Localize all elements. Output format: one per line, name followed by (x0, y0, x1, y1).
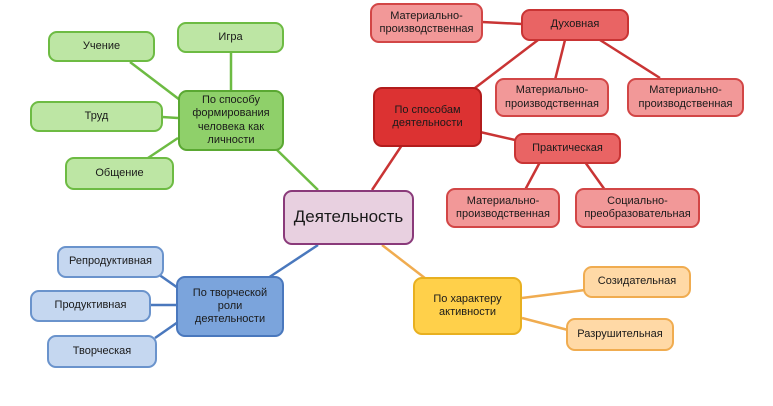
edge-spiritual-mp1 (481, 20, 523, 26)
edge-center-methods (370, 144, 404, 191)
spiritual-mp-node-3: Материально-производственная (627, 78, 744, 117)
edge-formation-labor (161, 115, 179, 120)
practical-node: Практическая (514, 133, 621, 164)
methods-node: По способам деятельности (373, 87, 482, 147)
formation-node: По способу формирования человека как лич… (178, 90, 284, 151)
activity-node: По характеру активности (413, 277, 522, 335)
center-node: Деятельность (283, 190, 414, 245)
constructive-node: Созидательная (583, 266, 691, 298)
edge-creative-reproductive (157, 272, 179, 290)
game-node: Игра (177, 22, 284, 53)
edge-center-creative (264, 243, 319, 282)
edge-center-formation (274, 147, 319, 191)
edge-practical-mp (523, 161, 542, 191)
edge-formation-communication (144, 136, 179, 162)
edge-activity-destructive (521, 316, 569, 332)
productive-node: Продуктивная (30, 290, 151, 322)
spiritual-mp-node-1: Материально-производственная (370, 3, 483, 43)
labor-node: Труд (30, 101, 163, 132)
creative-node: По творческой роли деятельности (176, 276, 284, 337)
spiritual-mp-node-2: Материально-производственная (495, 78, 609, 117)
study-node: Учение (48, 31, 155, 62)
practical-mp-node: Материально-производственная (446, 188, 560, 228)
spiritual-node: Духовная (521, 9, 629, 41)
communication-node: Общение (65, 157, 174, 190)
social-node: Социально-преобразовательная (575, 188, 700, 228)
edge-spiritual-mp3 (599, 38, 661, 80)
edge-formation-study (129, 61, 181, 101)
edge-activity-constructive (521, 288, 586, 300)
destructive-node: Разрушительная (566, 318, 674, 351)
edge-methods-spiritual (474, 39, 539, 89)
creative-leaf-node: Творческая (47, 335, 157, 368)
edge-practical-social (583, 161, 607, 191)
edge-spiritual-mp2 (553, 39, 567, 81)
edge-center-activity (381, 244, 431, 283)
reproductive-node: Репродуктивная (57, 246, 164, 278)
edge-creative-creative (154, 320, 179, 340)
edge-methods-practical (479, 130, 516, 142)
